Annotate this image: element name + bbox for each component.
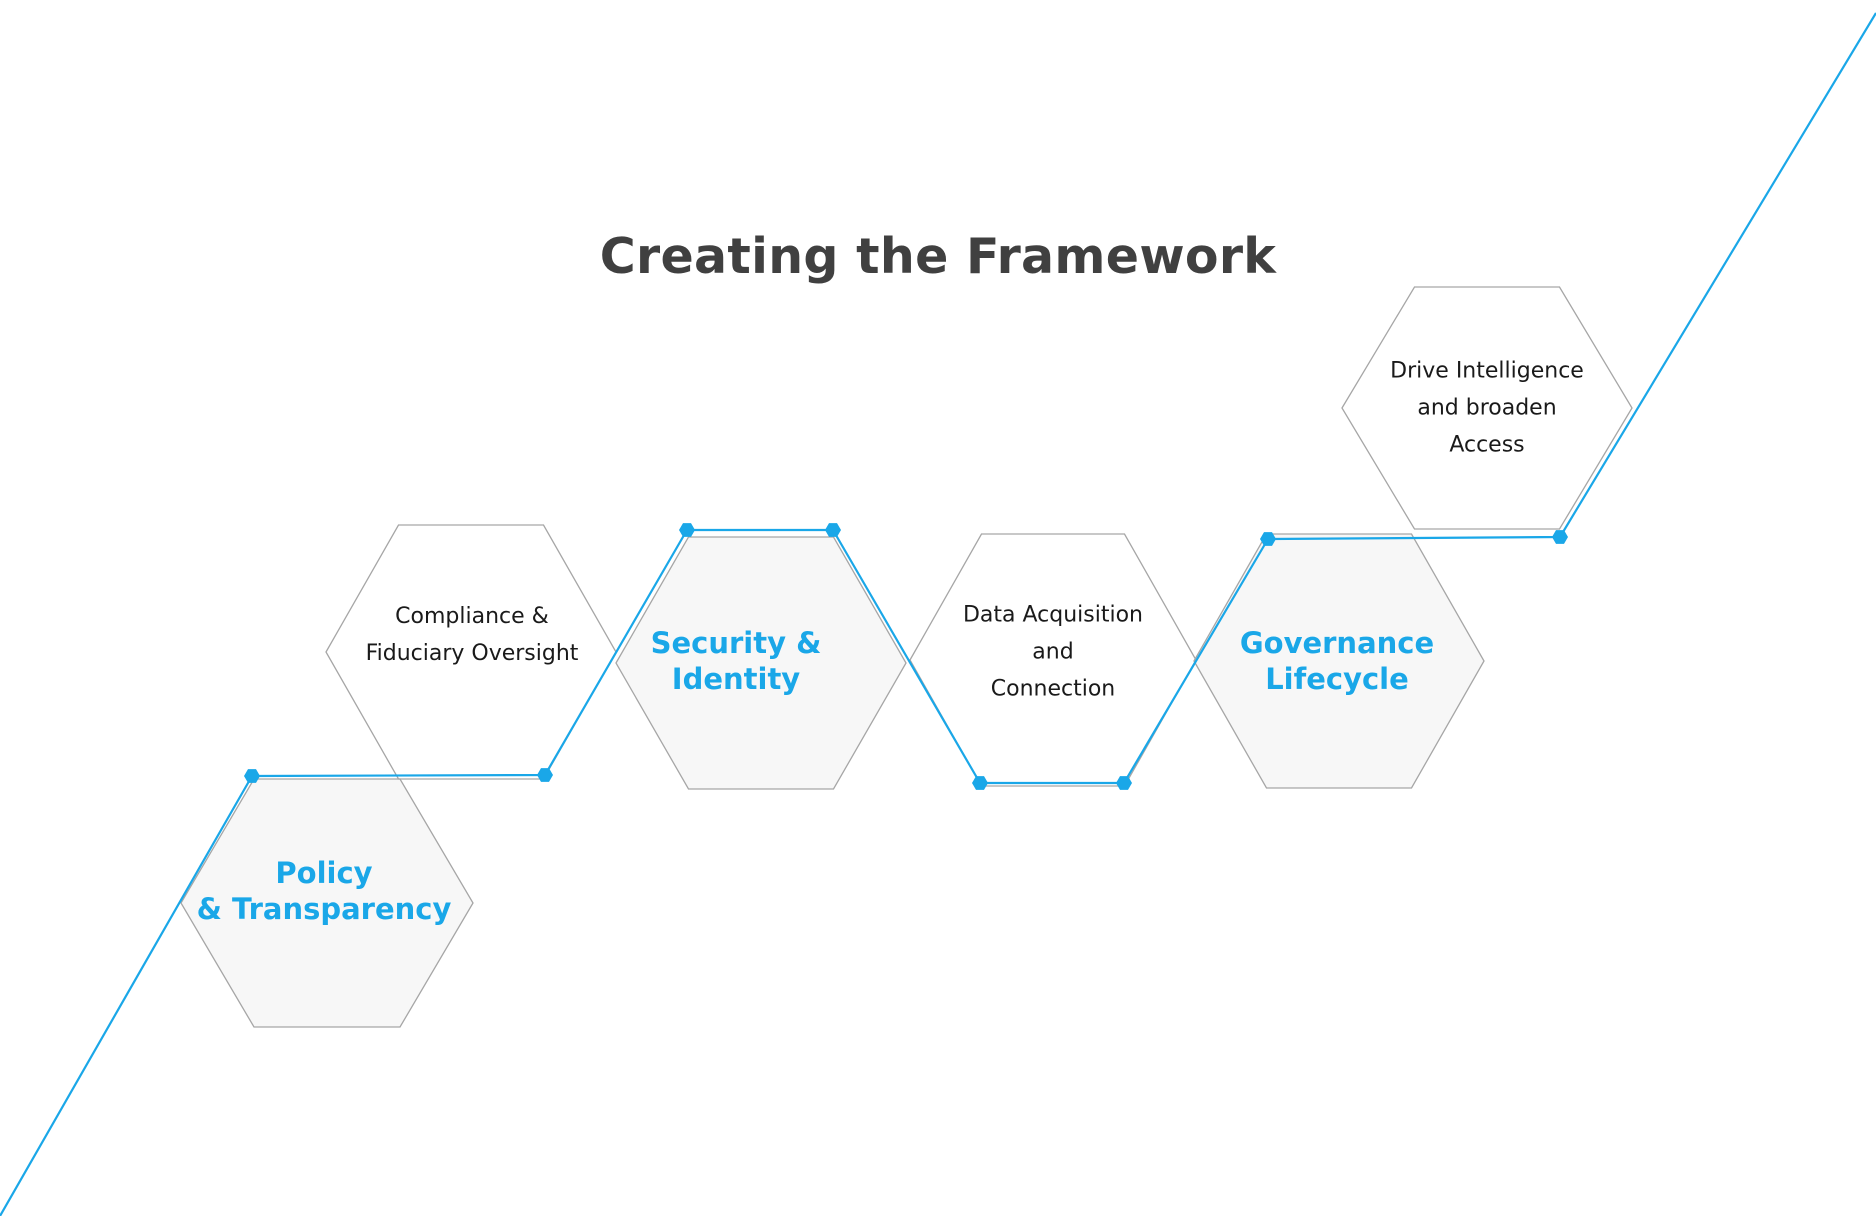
path-node-marker bbox=[537, 768, 553, 782]
step-label-line: Data Acquisition bbox=[962, 602, 1144, 628]
path-node-marker bbox=[825, 523, 841, 537]
page-title: Creating the Framework bbox=[599, 228, 1277, 285]
step-label-line: Security & bbox=[650, 626, 822, 660]
step-label-line: Access bbox=[1449, 432, 1525, 458]
path-node-marker bbox=[679, 523, 695, 537]
step-label-1: Policy& Transparency bbox=[197, 855, 452, 927]
path-node-marker bbox=[972, 776, 988, 790]
path-node-marker bbox=[1260, 532, 1276, 546]
step-label-line: Connection bbox=[990, 676, 1116, 702]
step-label-2: Compliance & Fiduciary Oversight bbox=[366, 598, 579, 672]
path-node-marker bbox=[1116, 776, 1132, 790]
step-label-line: Fiduciary Oversight bbox=[365, 641, 579, 666]
path-node-marker bbox=[244, 769, 260, 783]
step-label-line: and bbox=[1032, 639, 1074, 665]
step-label-line: and broaden bbox=[1417, 395, 1557, 421]
step-label-line: Policy bbox=[275, 856, 373, 890]
step-label-line: Governance bbox=[1239, 626, 1435, 660]
path-node-marker bbox=[1552, 530, 1568, 544]
progress-path bbox=[0, 12, 1876, 1216]
step-label-line: & Transparency bbox=[196, 892, 452, 926]
step-label-line: Compliance & bbox=[395, 604, 549, 629]
hexagon-step-3 bbox=[615, 536, 907, 790]
step-label-3: Security &Identity bbox=[651, 625, 822, 697]
step-label-line: Identity bbox=[671, 662, 801, 696]
step-label-line: Lifecycle bbox=[1265, 662, 1409, 696]
hexagon-step-6 bbox=[1341, 286, 1633, 530]
step-label-line: Drive Intelligence bbox=[1390, 358, 1584, 384]
